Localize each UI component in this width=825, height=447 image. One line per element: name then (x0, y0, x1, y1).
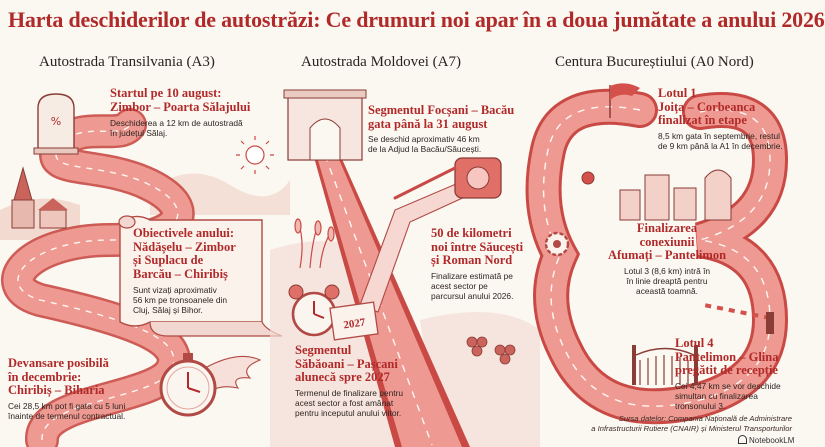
section-title-line: și Roman Nord (431, 253, 513, 267)
a0-section-lot4: Lotul 4 Pantelimon – Glina pregătit de r… (675, 336, 800, 411)
a0-section-lot1: Lotul 1 Joița – Corbeanca finalizat în e… (658, 86, 783, 151)
section-body-line: de 9 km până la A1 în decembrie. (658, 140, 783, 151)
section-title-line: Nădășelu – Zimbor (133, 239, 236, 254)
section-title-line: Zimbor – Poarta Sălajului (110, 99, 251, 114)
section-body-line: Termenul de finalizare pentru (295, 387, 404, 398)
section-body-line: Cluj, Sălaj și Bihor. (133, 305, 203, 315)
city-skyline-icon (581, 169, 732, 221)
section-title-line: finalizat în etape (658, 113, 747, 127)
section-title-line: Devansare posibilă (8, 356, 109, 370)
section-body-line: 56 km pe tronsoanele din (133, 295, 228, 305)
stopwatch-icon (159, 353, 262, 417)
section-body-line: Cei 28,5 km pot fi gata cu 5 luni (8, 400, 126, 411)
notebooklm-logo: NotebookLM (738, 435, 794, 445)
a0-section-lot3: Finalizarea conexiunii Afumați – Panteli… (592, 221, 742, 296)
a7-section-focsani-bacau: Segmentul Focșani – Bacău gata până la 3… (368, 103, 515, 154)
section-body-line: simultan cu finalizarea tronsonului 3. (675, 390, 758, 411)
section-body-line: acest sector pe (431, 280, 488, 291)
section-body-line: de la Adjud la Bacău/Săucești. (368, 144, 482, 154)
section-title-line: Joița – Corbeanca (658, 99, 756, 114)
source-line: a Infrastructurii Rutiere (CNAIR) și Min… (591, 423, 792, 433)
a3-section-objectives: Obiectivele anului: Nădășelu – Zimbor și… (133, 226, 236, 315)
a7-road-illustration: 2027 (270, 89, 540, 447)
section-title-line: Obiectivele anului: (133, 226, 235, 240)
a7-section-sabaoani-pascani: Segmentul Săbăoani – Pașcani alunecă spr… (295, 343, 404, 418)
section-title-line: Pantelimon – Glina (675, 349, 779, 364)
section-title-line: pregătit de recepție (675, 363, 778, 377)
a7-section-saucesti-roman: 50 de kilometri noi între Săucești și Ro… (431, 226, 524, 301)
column-heading-a0: Centura Bucureștiului (A0 Nord) (555, 54, 754, 70)
section-body-line: această toamnă. (636, 285, 698, 296)
section-body-line: Sunt vizați aproximativ (133, 285, 217, 295)
section-body-line: Finalizare estimată pe (431, 270, 513, 281)
source-line: Sursa datelor: Compania Națională de Adm… (618, 414, 792, 423)
logo-text: NotebookLM (749, 436, 795, 445)
section-title-line: noi între Săucești (431, 239, 524, 254)
section-title-line: Chiribiș – Biharia (8, 383, 105, 397)
a3-section-start: Startul pe 10 august: Zimbor – Poarta Să… (110, 86, 251, 138)
infographic: % (0, 7, 825, 447)
flag-icon (609, 83, 640, 118)
a3-road-illustration: % (0, 93, 290, 447)
section-title-line: Săbăoani – Pașcani (295, 356, 398, 371)
gate-icon (632, 345, 698, 385)
section-title-line: Lotul 4 (675, 336, 714, 350)
section-body-line: Se deschid aproximativ 46 km (368, 134, 480, 144)
scroll-icon (118, 215, 283, 337)
section-title-line: conexiunii (639, 234, 695, 249)
section-body-line: acest sector a fost amânat (295, 397, 394, 408)
milestone-icon: % (33, 93, 79, 155)
triumphal-arch-icon (283, 89, 367, 161)
barrier-icon (703, 303, 774, 334)
section-body-line: Deschiderea a 12 km de autostradă (110, 118, 243, 128)
section-body-line: parcursul anului 2026. (431, 290, 514, 301)
section-body-line: Lotul 3 (8,6 km) intră în (623, 265, 711, 276)
section-body-line: în linie dreaptă pentru (626, 275, 708, 286)
section-body-line: Cei 4,47 km se vor deschide (675, 380, 781, 391)
a0-ring-road-illustration (525, 83, 789, 425)
sun-icon (236, 136, 274, 174)
a3-section-december: Devansare posibilă în decembrie: Chiribi… (8, 356, 126, 421)
page-title: Harta deschiderilor de autostrăzi: Ce dr… (8, 7, 825, 32)
svg-text:%: % (51, 115, 61, 128)
section-title-line: Barcău – Chiribiș (133, 266, 228, 281)
church-icon (11, 166, 68, 229)
section-title-line: 50 de kilometri (431, 226, 512, 240)
gear-icon (544, 231, 570, 257)
section-title-line: Lotul 1 (658, 86, 697, 100)
tape-measure-icon (359, 157, 502, 313)
illustration-layer: % (0, 83, 789, 447)
wheat-icon (294, 218, 335, 269)
section-body-line: în județul Sălaj. (110, 128, 168, 138)
logo-mark-icon (738, 435, 747, 444)
section-title-line: gata până la 31 august (368, 116, 488, 131)
column-heading-a7: Autostrada Moldovei (A7) (301, 54, 461, 70)
section-title-line: și Suplacu de (133, 253, 204, 267)
section-title-line: Startul pe 10 august: (110, 86, 222, 100)
section-body-line: înainte de termenul contractual. (8, 410, 126, 421)
section-title-line: alunecă spre 2027 (295, 370, 390, 384)
section-title-line: Afumați – Pantelimon (607, 248, 727, 262)
section-title-line: Finalizarea (636, 221, 698, 235)
calendar-2027-icon: 2027 (329, 301, 379, 341)
column-heading-a3: Autostrada Transilvania (A3) (39, 54, 215, 70)
section-body-line: pentru inceputul anului viitor. (295, 407, 402, 418)
grapes-icon (466, 336, 516, 365)
section-title-line: Segmentul Focșani – Bacău (368, 103, 515, 117)
section-title-line: în decembrie: (8, 369, 82, 384)
alarm-clock-icon (288, 284, 340, 337)
section-title-line: Segmentul (295, 343, 352, 357)
calendar-year: 2027 (343, 316, 367, 331)
section-body-line: 8,5 km gata în septembrie, restul (658, 130, 780, 141)
source-note: Sursa datelor: Compania Națională de Adm… (530, 414, 792, 433)
